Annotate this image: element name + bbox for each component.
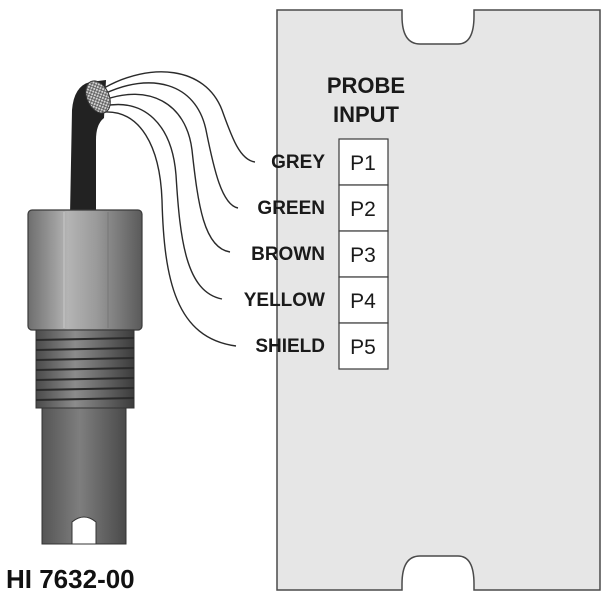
wire-grey <box>103 71 256 163</box>
terminal-box <box>338 138 389 186</box>
terminal-p5: P5 <box>338 322 389 370</box>
terminal-p2: P2 <box>338 184 389 232</box>
probe-input-header-line2: INPUT <box>333 102 400 127</box>
probe-input-header-line1: PROBE <box>327 73 405 98</box>
terminal-p3: P3 <box>338 230 389 278</box>
pin-label-p1: P1 <box>350 152 376 175</box>
wire-yellow <box>103 104 223 300</box>
probe-collar <box>27 209 143 331</box>
terminal-p1: P1 <box>338 138 389 186</box>
wire-green <box>103 82 239 209</box>
wire-label-green: GREEN <box>257 198 325 219</box>
probe-illustration <box>27 80 143 545</box>
wire-label-grey: GREY <box>271 152 325 173</box>
terminal-p4: P4 <box>338 276 389 324</box>
terminal-box <box>338 276 389 324</box>
wire-label-shield: SHIELD <box>255 336 325 357</box>
pin-label-p2: P2 <box>350 198 376 221</box>
probe-tip-slot <box>71 516 97 545</box>
pin-label-p5: P5 <box>350 336 376 359</box>
terminal-box <box>338 322 389 370</box>
pin-label-p4: P4 <box>350 290 376 313</box>
cable-braid-end <box>85 80 111 114</box>
pin-label-p3: P3 <box>350 244 376 267</box>
probe-model-label: HI 7632-00 <box>6 564 135 594</box>
terminal-board: PROBE INPUT P1 P2 P3 P4 P5 <box>276 9 601 591</box>
wire-brown <box>103 93 231 253</box>
wire-shield <box>103 111 237 347</box>
thread-grooves <box>35 337 135 401</box>
board-outline <box>276 9 601 591</box>
wire-label-yellow: YELLOW <box>244 290 325 311</box>
wires <box>103 71 256 347</box>
wire-labels: GREY GREEN BROWN YELLOW SHIELD <box>244 152 326 357</box>
probe-cable <box>70 80 106 215</box>
wire-label-brown: BROWN <box>251 244 325 265</box>
terminal-box <box>338 184 389 232</box>
